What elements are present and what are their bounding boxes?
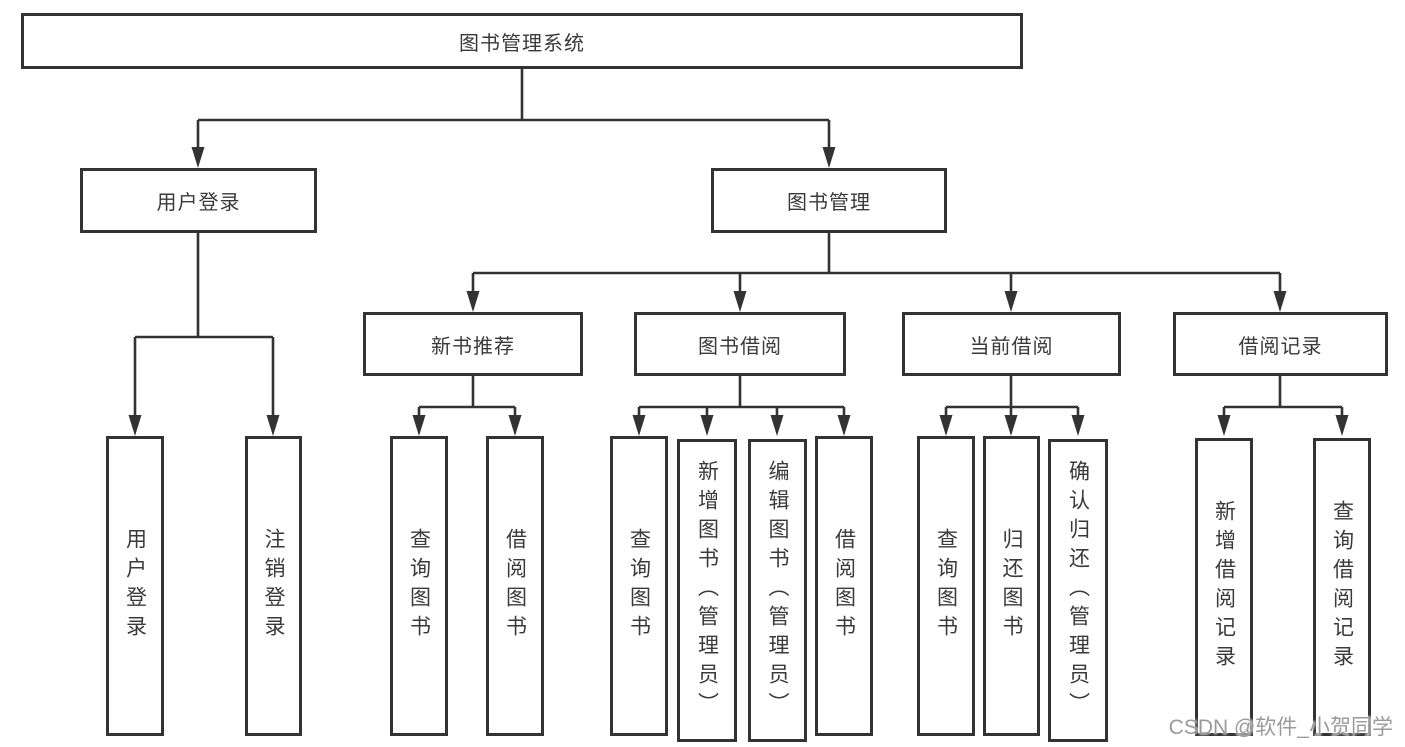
node-user-login: 用户登录 [80,168,317,233]
csdn-watermark: CSDN @软件_小贺同学 [1168,716,1393,739]
leaf-borrowing-borrow-book: 借阅图书 [815,436,873,736]
connector-current-children [944,376,1080,416]
leaf-current-confirm-return-admin: 确认归还（管理员） [1048,439,1108,742]
leaf-newbooks-borrow-book: 借阅图书 [486,436,544,736]
leaf-borrowing-edit-book-admin: 编辑图书（管理员） [748,439,807,742]
node-borrowing-records: 借阅记录 [1173,312,1388,376]
leaf-logout: 注销登录 [245,436,302,736]
connector-bookmgmt-children [471,233,1282,292]
connector-userlogin-children [133,233,275,416]
node-new-book-recommend: 新书推荐 [363,312,583,376]
leaf-newbooks-query-book: 查询图书 [390,436,448,736]
leaf-borrowing-query-book: 查询图书 [610,436,668,736]
connector-borrowing-children [637,376,846,416]
connector-records-children [1222,376,1344,416]
leaf-current-return-book: 归还图书 [983,436,1040,736]
leaf-user-login: 用户登录 [106,436,164,736]
leaf-records-query-record: 查询借阅记录 [1313,438,1371,736]
node-current-borrowing: 当前借阅 [902,312,1121,376]
leaf-records-add-record: 新增借阅记录 [1195,438,1253,736]
connector-newbooks-children [417,376,517,416]
leaf-borrowing-add-book-admin: 新增图书（管理员） [677,439,737,742]
connector-root-to-level2 [196,69,831,148]
node-book-management: 图书管理 [711,168,947,233]
leaf-current-query-book: 查询图书 [917,436,975,736]
node-root-system: 图书管理系统 [21,13,1023,69]
node-book-borrowing: 图书借阅 [634,312,846,376]
